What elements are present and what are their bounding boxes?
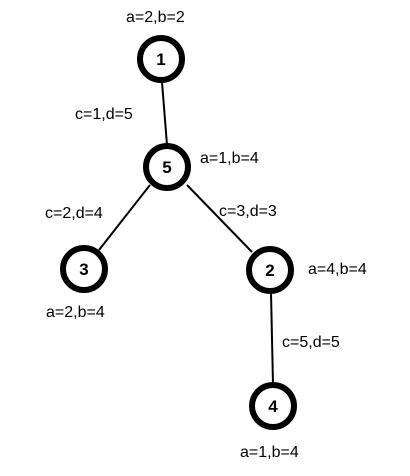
edge-1-5 xyxy=(161,81,168,146)
node-attr-label: a=2,b=2 xyxy=(126,9,185,26)
node-circle xyxy=(137,35,185,83)
node-label: 4 xyxy=(268,397,278,416)
node-attr-label: a=4,b=4 xyxy=(308,261,367,278)
edge-label-2-4: c=5,d=5 xyxy=(282,334,340,351)
node-5: 5 a=1,b=4 xyxy=(143,143,259,191)
node-label: 3 xyxy=(79,260,88,279)
node-circle xyxy=(246,246,294,294)
edge-2-4 xyxy=(270,292,274,385)
node-label: 1 xyxy=(156,50,165,69)
edge-label-5-2: c=3,d=3 xyxy=(219,203,277,220)
edge-label-1-5: c=1,d=5 xyxy=(75,106,133,123)
edge-5-3 xyxy=(98,184,151,251)
node-4: 4 a=1,b=4 xyxy=(240,382,299,461)
node-attr-label: a=1,b=4 xyxy=(200,150,259,167)
node-attr-label: a=2,b=4 xyxy=(46,304,105,321)
node-circle xyxy=(143,143,191,191)
node-1: 1 a=2,b=2 xyxy=(126,9,185,83)
edge-label-5-3: c=2,d=4 xyxy=(45,205,103,222)
node-label: 5 xyxy=(162,158,171,177)
node-label: 2 xyxy=(265,261,274,280)
node-circle xyxy=(249,382,297,430)
edge-5-2 xyxy=(186,184,253,253)
node-2: 2 a=4,b=4 xyxy=(246,246,367,294)
node-circle xyxy=(60,245,108,293)
node-3: 3 a=2,b=4 xyxy=(46,245,108,321)
node-attr-label: a=1,b=4 xyxy=(240,444,299,461)
